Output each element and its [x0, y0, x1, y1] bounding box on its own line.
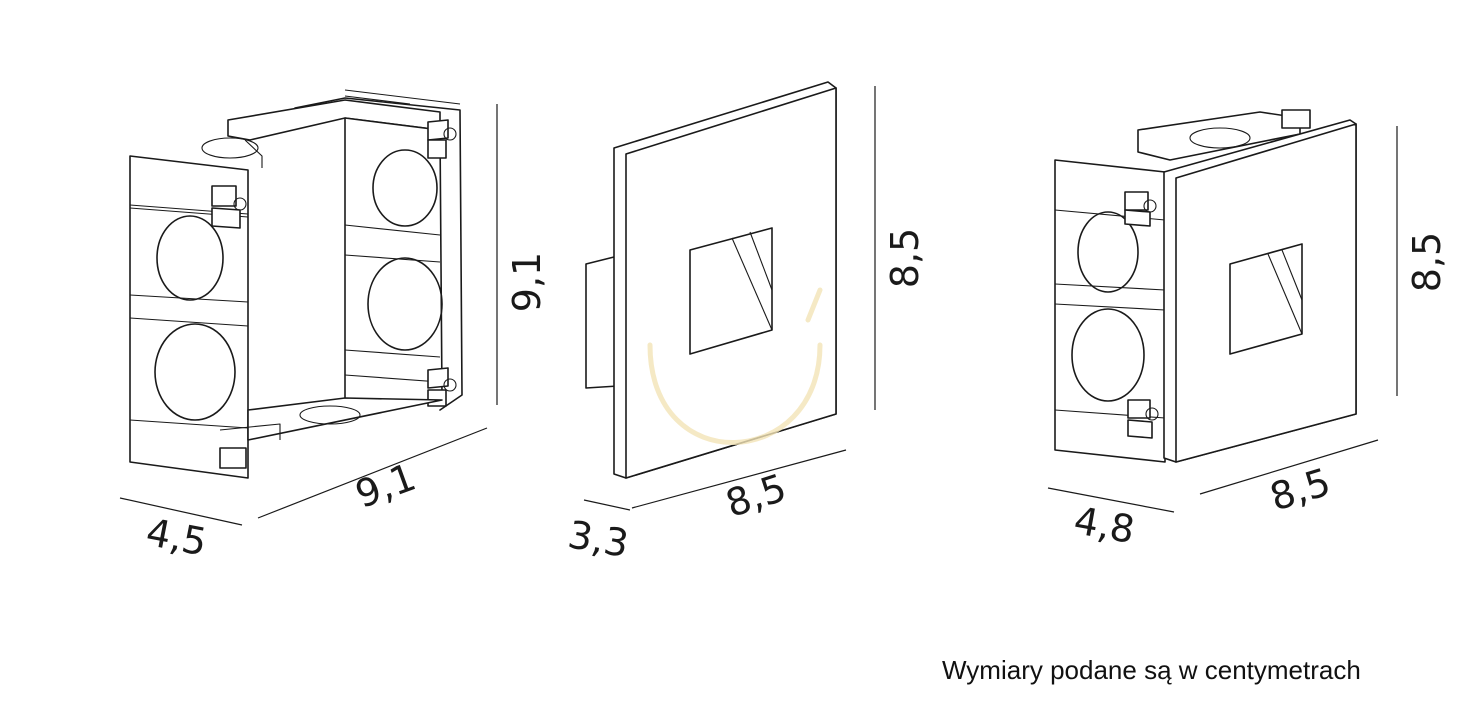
- assembled-unit-drawing: 8,5 8,5 4,8: [1047, 109, 1449, 552]
- mounting-box-depth-label: 4,5: [143, 510, 211, 565]
- assembled-unit-depth-label: 4,8: [1071, 498, 1138, 552]
- cover-plate-height-label: 8,5: [883, 228, 927, 288]
- mounting-box-height-label: 9,1: [505, 252, 549, 312]
- cover-plate-width-label: 8,5: [720, 465, 791, 526]
- units-footnote: Wymiary podane są w centymetrach: [942, 655, 1361, 685]
- mounting-box-width-label: 9,1: [350, 455, 422, 517]
- mounting-box-drawing: 9,1 9,1 4,5: [119, 89, 549, 565]
- assembled-unit-width-label: 8,5: [1265, 460, 1336, 520]
- cover-plate-depth-label: 3,3: [565, 512, 632, 566]
- cover-plate-drawing: 8,5 8,5 3,3: [565, 81, 927, 566]
- assembled-unit-height-label: 8,5: [1405, 232, 1449, 292]
